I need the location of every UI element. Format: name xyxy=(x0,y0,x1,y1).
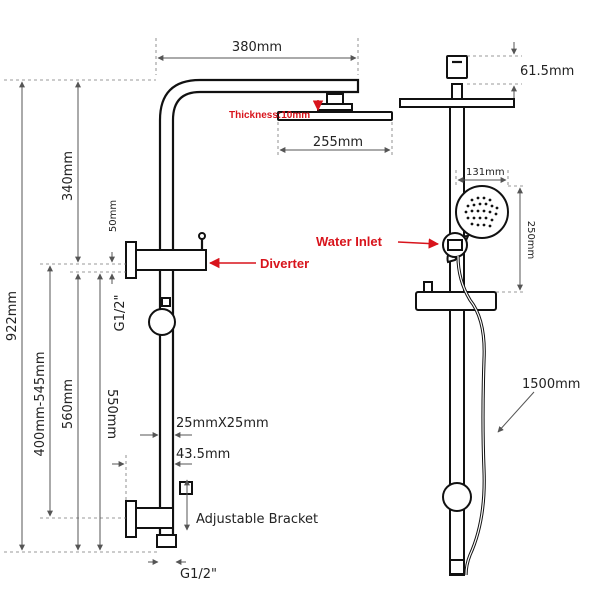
bracket-body xyxy=(135,507,174,529)
label-water-inlet: Water Inlet xyxy=(316,234,383,249)
label-height-560: 560mm xyxy=(61,379,76,429)
label-thread-bottom: G1/2" xyxy=(180,567,217,582)
water-inlet-arrow xyxy=(397,238,440,249)
label-rail-section: 25mmX25mm xyxy=(176,416,269,431)
label-diverter-offset: 50mm xyxy=(108,200,119,232)
hose-length-arrow xyxy=(497,391,535,433)
bracket-cap xyxy=(179,481,193,495)
label-diverter: Diverter xyxy=(260,256,309,271)
riser-pipe-outer xyxy=(158,78,360,535)
rainhead-joint xyxy=(451,83,463,100)
slider-stem xyxy=(161,297,171,307)
rainhead-neck xyxy=(317,103,353,111)
slider-lever-front xyxy=(423,281,433,293)
front-view: 61.5mm 131mm 250mm Water Inlet 1500mm xyxy=(316,42,580,576)
label-mount-height: 61.5mm xyxy=(520,64,574,79)
arm-connector xyxy=(326,93,344,105)
label-total-height: 922mm xyxy=(5,291,20,341)
diverter-body xyxy=(135,249,207,271)
label-head-diameter: 255mm xyxy=(313,135,363,150)
label-adjust-range: 400mm-545mm xyxy=(33,352,48,457)
side-view: 380mm Thickness:10mm 255mm 922mm 340mm 4… xyxy=(4,38,393,582)
label-height-550: 550mm xyxy=(104,389,119,439)
rainhead-front xyxy=(399,98,515,108)
bottom-outlet xyxy=(156,534,177,548)
label-arm-length: 380mm xyxy=(232,40,282,55)
label-bracket-offset: 43.5mm xyxy=(176,447,230,462)
bracket-wall-plate xyxy=(125,500,137,538)
water-inlet-connector xyxy=(447,239,463,251)
label-handset-width: 131mm xyxy=(466,167,505,178)
handset-nozzles xyxy=(464,196,499,228)
label-thread-top: G1/2" xyxy=(113,295,128,332)
diverter-wall-plate xyxy=(125,241,137,279)
top-mount xyxy=(446,55,468,79)
label-thickness: Thickness:10mm xyxy=(229,110,310,121)
rainhead-side xyxy=(277,111,393,121)
slider-front xyxy=(415,291,497,311)
label-adjustable-bracket: Adjustable Bracket xyxy=(196,512,318,527)
label-arm-drop: 340mm xyxy=(61,151,76,201)
label-hose-length: 1500mm xyxy=(522,377,580,392)
handset-head xyxy=(455,185,509,239)
slider-knob xyxy=(148,308,176,336)
hose-highlight xyxy=(457,255,485,576)
bottom-cap-front xyxy=(449,559,465,575)
diverter-knob xyxy=(198,232,206,240)
label-handset-length: 250mm xyxy=(525,221,536,260)
bottom-bracket-front xyxy=(442,482,472,512)
